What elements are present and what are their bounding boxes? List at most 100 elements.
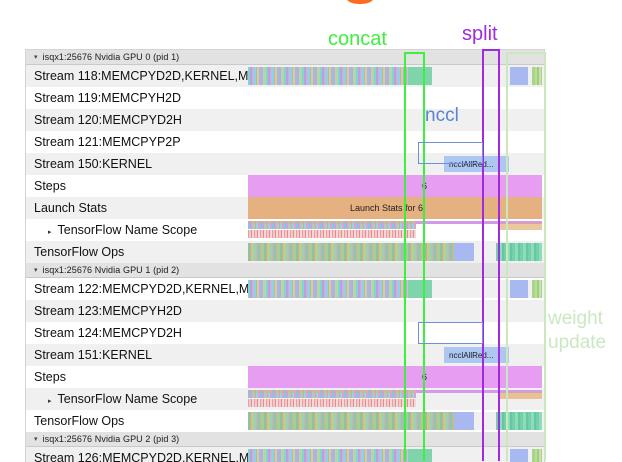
trace-viewer-panel[interactable]: ▾isqx1:25676 Nvidia GPU 0 (pid 1) Stream … — [25, 49, 545, 462]
trace-track[interactable]: ncclAllRed... — [248, 344, 544, 366]
timeline-row-label-text: Stream 123:MEMCPYH2D — [34, 304, 182, 318]
trace-track[interactable]: 6 — [248, 366, 544, 388]
trace-segment — [248, 399, 416, 407]
caret-down-icon[interactable]: ▾ — [34, 266, 38, 274]
trace-segment — [500, 392, 542, 399]
timeline-row-label[interactable]: Stream 119:MEMCPYH2D — [26, 91, 248, 105]
timeline-row-label[interactable]: Stream 118:MEMCPYD2D,KERNEL,ME — [26, 69, 248, 83]
annotation-split: split — [462, 23, 498, 45]
trace-track[interactable]: 6 — [248, 175, 544, 197]
timeline-row[interactable]: Stream 150:KERNEL ncclAllRed... — [26, 153, 544, 175]
group-header-gpu-2[interactable]: ▾isqx1:25676 Nvidia GPU 2 (pid 3) — [26, 432, 544, 447]
timeline-row-label[interactable]: Steps — [26, 179, 248, 193]
timeline-row[interactable]: Stream 123:MEMCPYH2D — [26, 300, 544, 322]
group-header-gpu-1[interactable]: ▾isqx1:25676 Nvidia GPU 1 (pid 2) — [26, 263, 544, 278]
trace-track-inner — [248, 302, 544, 320]
caret-down-icon[interactable]: ▾ — [34, 53, 38, 61]
trace-track-inner — [248, 324, 544, 342]
trace-segment — [532, 67, 542, 85]
steps-bar[interactable]: 6 — [248, 175, 542, 197]
launch-stats-bar[interactable]: Launch Stats for 6 — [248, 197, 542, 219]
trace-track[interactable] — [248, 87, 544, 109]
timeline-row-label[interactable]: Stream 121:MEMCPYP2P — [26, 135, 248, 149]
trace-segment — [248, 390, 416, 393]
trace-track[interactable] — [248, 278, 544, 300]
timeline-row-label-text: Steps — [34, 179, 66, 193]
trace-track[interactable] — [248, 241, 544, 263]
timeline-row-label[interactable]: Stream 124:MEMCPYD2H — [26, 326, 248, 340]
annotation-weight-line-1: weight — [548, 308, 603, 329]
nccl-allreduce-block[interactable]: ncclAllRed... — [444, 347, 509, 363]
trace-track[interactable] — [248, 219, 544, 241]
timeline-row[interactable]: TensorFlow Ops — [26, 241, 544, 263]
timeline-row[interactable]: Stream 122:MEMCPYD2D,KERNEL,MI — [26, 278, 544, 300]
trace-track[interactable]: Launch Stats for 6 — [248, 197, 544, 219]
trace-segment — [532, 280, 542, 298]
trace-track[interactable] — [248, 300, 544, 322]
trace-track[interactable] — [248, 388, 544, 410]
trace-track-inner — [248, 346, 544, 364]
trace-track-inner — [248, 67, 544, 85]
nccl-allreduce-block[interactable]: ncclAllRed... — [444, 156, 509, 172]
group-header-gpu-0[interactable]: ▾isqx1:25676 Nvidia GPU 0 (pid 1) — [26, 50, 544, 65]
timeline-row[interactable]: Stream 126:MEMCPYD2D,KERNEL,MI — [26, 447, 544, 462]
caret-right-icon[interactable]: ▸ — [48, 229, 52, 236]
timeline-row[interactable]: Stream 124:MEMCPYD2H — [26, 322, 544, 344]
timeline-row[interactable]: Stream 119:MEMCPYH2D — [26, 87, 544, 109]
trace-segment — [248, 449, 408, 462]
trace-track[interactable] — [248, 109, 544, 131]
timeline-row-label-text: TensorFlow Name Scope — [57, 223, 198, 237]
trace-track[interactable]: ncclAllRed... — [248, 153, 544, 175]
trace-track[interactable] — [248, 447, 544, 462]
timeline-row[interactable]: Launch Stats Launch Stats for 6 — [26, 197, 544, 219]
timeline-row-label[interactable]: Stream 123:MEMCPYH2D — [26, 304, 248, 318]
trace-segment — [416, 390, 542, 393]
trace-segment — [496, 412, 542, 430]
trace-segment — [248, 280, 408, 298]
timeline-row-label-text: TensorFlow Ops — [34, 414, 125, 428]
steps-bar[interactable]: 6 — [248, 366, 542, 388]
timeline-row-label[interactable]: Stream 126:MEMCPYD2D,KERNEL,MI — [26, 451, 248, 462]
timeline-row[interactable]: Stream 120:MEMCPYD2H — [26, 109, 544, 131]
timeline-row-label-text: Stream 150:KERNEL — [34, 157, 153, 171]
timeline-row-label-text: Stream 122:MEMCPYD2D,KERNEL,MI — [34, 282, 248, 296]
trace-segment — [454, 243, 474, 261]
caret-down-icon[interactable]: ▾ — [34, 435, 38, 443]
timeline-row-label[interactable]: Stream 150:KERNEL — [26, 157, 248, 171]
timeline-row[interactable]: Stream 151:KERNEL ncclAllRed... — [26, 344, 544, 366]
trace-segment — [248, 390, 416, 398]
timeline-row-label[interactable]: ▸TensorFlow Name Scope — [26, 392, 248, 406]
timeline-row[interactable]: ▸ TensorFlow Name Scope — [26, 219, 544, 241]
trace-segment — [510, 449, 528, 462]
timeline-row-label[interactable]: Stream 122:MEMCPYD2D,KERNEL,MI — [26, 282, 248, 296]
trace-segment — [248, 221, 416, 224]
timeline-row-label[interactable]: Stream 120:MEMCPYD2H — [26, 113, 248, 127]
trace-track[interactable] — [248, 410, 544, 432]
timeline-row-label[interactable]: Stream 151:KERNEL — [26, 348, 248, 362]
trace-track[interactable] — [248, 131, 544, 153]
timeline-row-label-text: Launch Stats — [34, 201, 107, 215]
timeline-row-label[interactable]: TensorFlow Ops — [26, 245, 248, 259]
caret-right-icon[interactable]: ▸ — [48, 398, 52, 405]
timeline-row-label[interactable]: ▸ TensorFlow Name Scope — [26, 223, 248, 237]
timeline-row-label[interactable]: TensorFlow Ops — [26, 414, 248, 428]
timeline-row[interactable]: ▸TensorFlow Name Scope — [26, 388, 544, 410]
steps-bar-label: 6 — [422, 181, 428, 191]
trace-track-inner — [248, 390, 544, 408]
timeline-row-label[interactable]: Launch Stats — [26, 201, 248, 215]
trace-track[interactable] — [248, 322, 544, 344]
timeline-row[interactable]: Stream 118:MEMCPYD2D,KERNEL,ME — [26, 65, 544, 87]
timeline-row[interactable]: Steps 6 — [26, 175, 544, 197]
trace-segment — [510, 280, 528, 298]
annotation-nccl: nccl — [425, 105, 459, 126]
annotation-weight-line-2: update — [548, 332, 607, 353]
trace-track[interactable] — [248, 65, 544, 87]
timeline-row[interactable]: Stream 121:MEMCPYP2P — [26, 131, 544, 153]
orange-marker-icon — [347, 0, 373, 4]
annotation-weight-update: weight update — [548, 307, 606, 355]
timeline-row-label-text: Stream 126:MEMCPYD2D,KERNEL,MI — [34, 451, 248, 462]
timeline-row-label[interactable]: Steps — [26, 370, 248, 384]
trace-segment — [248, 412, 454, 430]
timeline-row[interactable]: TensorFlow Ops — [26, 410, 544, 432]
